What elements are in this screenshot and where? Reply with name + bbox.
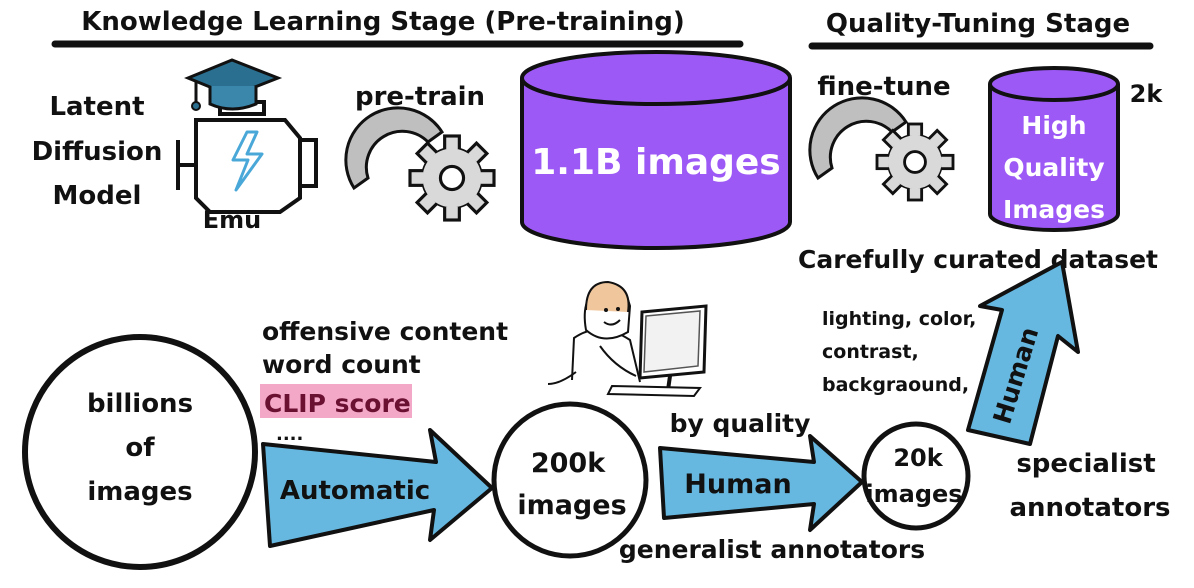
clip-score-highlight	[260, 384, 412, 418]
generalist-annotators-label: generalist annotators	[619, 535, 925, 564]
stage-200k-line-1: 200k	[531, 448, 606, 479]
pretrain-gears-icon	[344, 106, 496, 222]
big-dataset-label: 1.1B images	[531, 142, 781, 183]
stage-20k-line-1: 20k	[893, 444, 943, 472]
hq-label-line-2: Quality	[1003, 153, 1104, 182]
hq-count: 2k	[1130, 80, 1164, 108]
filter-word-count: word count	[262, 350, 421, 379]
filter-clip-score: CLIP score	[264, 389, 411, 418]
graduation-cap-icon	[184, 58, 283, 111]
stage-200k-line-2: images	[517, 490, 626, 521]
model-label-line-1: Latent	[49, 92, 144, 122]
quality-stage-title: Quality-Tuning Stage	[826, 9, 1130, 39]
filter-ellipsis: ....	[276, 424, 303, 445]
criteria-line-2: contrast,	[822, 341, 919, 363]
person-at-computer-icon	[547, 280, 708, 398]
finetune-gears-icon	[808, 96, 955, 202]
circle-20k	[861, 421, 971, 531]
specialist-line-1: specialist	[1016, 449, 1155, 479]
automatic-arrow-label: Automatic	[280, 476, 430, 506]
human-arrow-label: Human	[684, 469, 791, 500]
billions-line-1: billions	[87, 389, 193, 419]
circle-200k	[491, 401, 649, 559]
billions-line-3: images	[87, 477, 192, 507]
stage-20k-line-2: images	[865, 480, 962, 508]
knowledge-stage-title: Knowledge Learning Stage (Pre-training)	[81, 7, 684, 37]
hq-label-line-1: High	[1021, 111, 1086, 140]
finetune-label: fine-tune	[817, 72, 950, 102]
big-dataset-cylinder	[520, 50, 792, 250]
lightning-icon	[231, 130, 264, 192]
billions-circle	[22, 334, 258, 570]
model-name: Emu	[203, 206, 262, 234]
hq-caption: Carefully curated dataset	[798, 245, 1158, 274]
filter-offensive: offensive content	[262, 317, 508, 346]
model-label-line-2: Diffusion	[32, 137, 163, 167]
criteria-line-3: backgraound,	[822, 374, 969, 396]
hq-dataset-cylinder	[988, 66, 1120, 232]
pretrain-label: pre-train	[355, 82, 485, 112]
human-up-arrow	[966, 260, 1080, 446]
billions-line-2: of	[125, 433, 155, 463]
by-quality-label: by quality	[670, 409, 811, 438]
specialist-line-2: annotators	[1010, 493, 1171, 523]
criteria-line-1: lighting, color,	[822, 308, 976, 330]
automatic-arrow	[261, 428, 494, 548]
hq-label-line-3: Images	[1003, 195, 1105, 224]
human-arrow	[658, 434, 864, 532]
model-label-line-3: Model	[53, 181, 142, 211]
